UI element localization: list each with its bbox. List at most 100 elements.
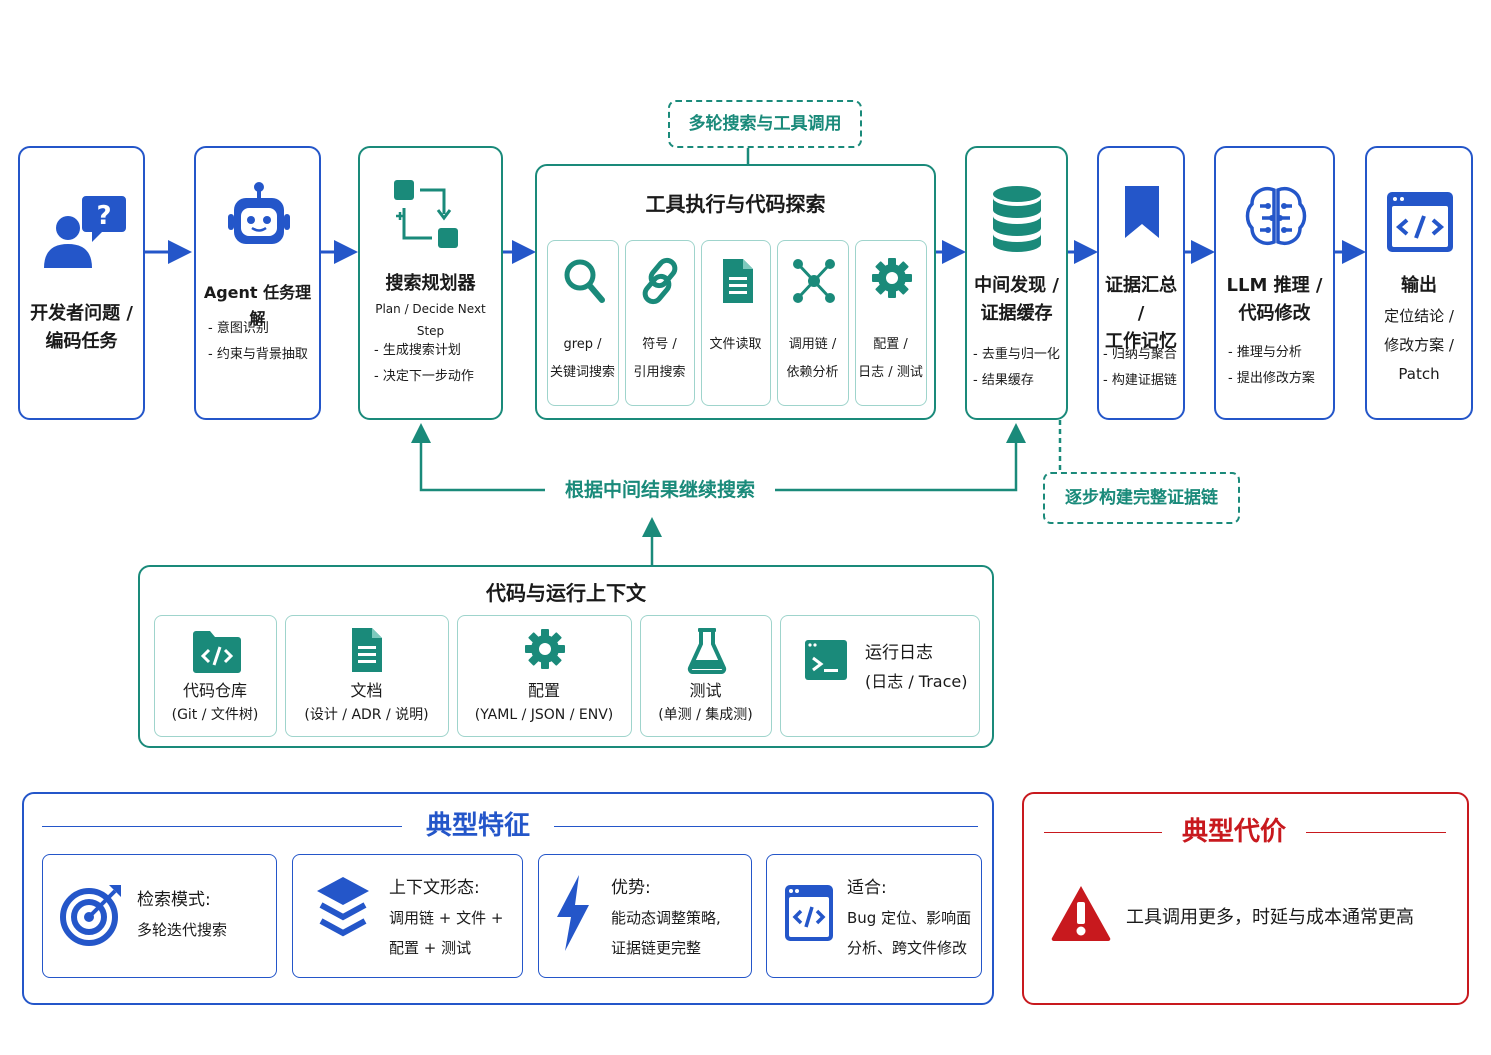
feature-search-mode-title: 检索模式: <box>137 890 211 910</box>
feature-context-form-line2: 配置 + 测试 <box>389 939 472 957</box>
step3-bullet-2: - 决定下一步动作 <box>374 369 474 384</box>
step5-bullet-2: - 结果缓存 <box>973 373 1034 388</box>
tools-title: 工具执行与代码探索 <box>645 192 826 216</box>
step1-title-line2: 编码任务 <box>45 331 118 352</box>
step6-title-line2: 工作记忆 <box>1105 331 1177 352</box>
step7-bullet-2: - 提出修改方案 <box>1228 371 1315 386</box>
tool-call-chain: 调用链 / 依赖分析 <box>777 240 849 406</box>
step-evidence-summary: 证据汇总 / 工作记忆 - 归纳与聚合 - 构建证据链 <box>1097 146 1185 420</box>
step8-line-2: 修改方案 / <box>1384 336 1454 354</box>
cost-panel: 典型代价 工具调用更多，时延与成本通常更高 <box>1022 792 1469 1005</box>
loop-to-evidence <box>775 423 1026 492</box>
warning-icon <box>1051 886 1111 942</box>
step2-bullet-2: - 约束与背景抽取 <box>208 347 308 362</box>
context-docs: 文档 (设计 / ADR / 说明) <box>285 615 449 737</box>
context-logs: 运行日志 (日志 / Trace) <box>780 615 980 737</box>
features-title: 典型特征 <box>425 811 530 841</box>
code-folder-icon <box>193 631 241 673</box>
step2-bullet-1: - 意图识别 <box>208 321 269 336</box>
flask-icon <box>687 628 727 674</box>
lightning-icon <box>557 875 589 951</box>
layers-icon <box>317 877 369 937</box>
robot-icon <box>228 182 290 244</box>
context-tests-sub: (单测 / 集成测) <box>658 707 753 723</box>
feature-suitable-line1: Bug 定位、影响面 <box>847 909 972 927</box>
graph-icon <box>793 259 835 303</box>
feature-search-mode-line1: 多轮迭代搜索 <box>137 921 228 939</box>
multi-round-label: 多轮搜索与工具调用 <box>668 100 862 148</box>
step-search-planner: 搜索规划器 Plan / Decide Next Step - 生成搜索计划 -… <box>358 146 503 420</box>
step5-bullet-1: - 去重与归一化 <box>973 347 1060 362</box>
step6-title-line1: 证据汇总 / <box>1105 275 1177 324</box>
tool-file-read-line1: 文件读取 <box>709 337 762 352</box>
step-developer-question: ? 开发者问题 / 编码任务 <box>18 146 145 420</box>
database-icon <box>993 186 1041 252</box>
step-agent-understanding: Agent 任务理解 - 意图识别 - 约束与背景抽取 <box>194 146 321 420</box>
tool-config: 配置 / 日志 / 测试 <box>855 240 927 406</box>
context-config-title: 配置 <box>527 681 560 700</box>
tool-config-line1: 配置 / <box>873 337 908 352</box>
cost-text: 工具调用更多，时延与成本通常更高 <box>1126 907 1414 928</box>
feature-advantage: 优势: 能动态调整策略, 证据链更完整 <box>538 854 752 978</box>
terminal-icon <box>805 640 847 680</box>
context-repo-title: 代码仓库 <box>182 681 247 700</box>
step-tool-execution: 工具执行与代码探索 grep / 关键词搜索 符号 / 引用搜索 文 <box>535 164 936 420</box>
step-intermediate-findings: 中间发现 / 证据缓存 - 去重与归一化 - 结果缓存 <box>965 146 1068 420</box>
target-icon <box>60 885 121 946</box>
tool-grep-line2: 关键词搜索 <box>549 365 615 380</box>
context-docs-title: 文档 <box>350 681 383 700</box>
user-question-icon: ? <box>44 196 126 268</box>
context-logs-sub: (日志 / Trace) <box>865 672 968 691</box>
feature-suitable-title: 适合: <box>847 878 887 898</box>
feature-suitable-line2: 分析、跨文件修改 <box>847 939 968 957</box>
step5-title-line1: 中间发现 / <box>974 275 1059 296</box>
feature-advantage-line1: 能动态调整策略, <box>611 909 721 927</box>
step8-line-1: 定位结论 / <box>1384 307 1454 325</box>
feature-context-form-title: 上下文形态: <box>389 878 480 898</box>
document-icon <box>723 259 753 303</box>
step5-title-line2: 证据缓存 <box>980 303 1053 324</box>
search-icon <box>564 259 605 303</box>
context-title: 代码与运行上下文 <box>486 581 646 605</box>
bookmark-icon <box>1125 186 1159 238</box>
cost-rule-right <box>1306 832 1446 833</box>
step1-title-line1: 开发者问题 / <box>30 303 133 324</box>
tool-grep: grep / 关键词搜索 <box>547 240 619 406</box>
tool-file-read: 文件读取 <box>701 240 771 406</box>
tool-call-chain-line1: 调用链 / <box>788 337 837 352</box>
code-window-icon <box>1387 192 1453 252</box>
cost-rule-left <box>1044 832 1162 833</box>
feature-advantage-line2: 证据链更完整 <box>611 939 702 957</box>
feature-context-form-line1: 调用链 + 文件 + <box>389 909 504 927</box>
step6-bullet-2: - 构建证据链 <box>1103 373 1177 388</box>
context-logs-title: 运行日志 <box>865 643 933 663</box>
loop-to-planner <box>411 423 545 492</box>
gear-icon <box>872 258 912 298</box>
step8-title: 输出 <box>1401 275 1437 296</box>
features-rule-right <box>554 826 978 827</box>
document-icon <box>352 628 382 672</box>
feature-advantage-title: 优势: <box>611 878 651 898</box>
step7-title-line1: LLM 推理 / <box>1226 275 1323 296</box>
step7-bullet-1: - 推理与分析 <box>1228 345 1302 360</box>
tool-symbol: 符号 / 引用搜索 <box>625 240 695 406</box>
feature-search-mode: 检索模式: 多轮迭代搜索 <box>42 854 277 978</box>
continue-search-label: 根据中间结果继续搜索 <box>564 479 755 501</box>
step-llm-reasoning: LLM 推理 / 代码修改 - 推理与分析 - 提出修改方案 <box>1214 146 1335 420</box>
tool-call-chain-line2: 依赖分析 <box>786 365 839 380</box>
context-docs-sub: (设计 / ADR / 说明) <box>304 707 429 723</box>
features-rule-left <box>42 826 402 827</box>
code-window-icon <box>785 885 833 941</box>
step7-title-line2: 代码修改 <box>1238 303 1311 324</box>
context-tests: 测试 (单测 / 集成测) <box>640 615 772 737</box>
step3-bullet-1: - 生成搜索计划 <box>374 343 461 358</box>
step-output: 输出 定位结论 / 修改方案 / Patch <box>1365 146 1473 420</box>
gear-icon <box>525 629 565 669</box>
features-panel: 典型特征 检索模式: 多轮迭代搜索 上下文形态: 调用链 + 文件 + 配置 +… <box>22 792 994 1005</box>
context-repo-sub: (Git / 文件树) <box>171 707 259 723</box>
context-config: 配置 (YAML / JSON / ENV) <box>457 615 632 737</box>
context-tests-title: 测试 <box>689 681 722 700</box>
tool-symbol-line2: 引用搜索 <box>633 365 686 380</box>
evidence-chain-note: 逐步构建完整证据链 <box>1043 472 1240 524</box>
